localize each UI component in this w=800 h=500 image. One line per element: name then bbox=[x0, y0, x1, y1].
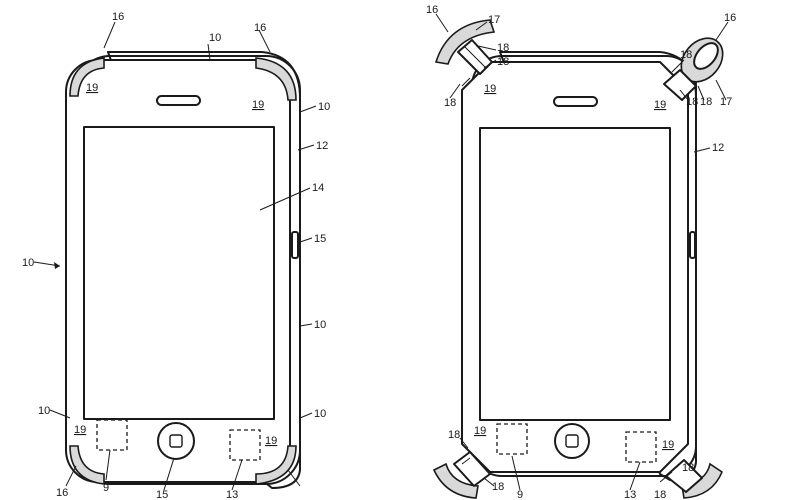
right-label-13: 13 bbox=[624, 489, 636, 500]
left-label-15-side: 15 bbox=[314, 233, 326, 245]
right-label-18-top-a: 18 bbox=[497, 42, 509, 54]
right-device-front-face bbox=[461, 61, 689, 473]
left-device-speaker-slot bbox=[156, 95, 201, 106]
left-label-16-top-right: 16 bbox=[254, 22, 266, 34]
left-label-10-right-top: 10 bbox=[318, 101, 330, 113]
left-label-16-top-left: 16 bbox=[112, 11, 124, 23]
right-device-dashed-box-9 bbox=[496, 423, 528, 455]
left-label-14: 14 bbox=[312, 182, 324, 194]
right-bumper-bottom-right bbox=[665, 459, 723, 499]
right-device: 16 17 18 18 18 19 16 18 18 18 17 19 12 1… bbox=[426, 4, 736, 500]
right-label-16-top-right: 16 bbox=[724, 12, 736, 24]
right-bumper-top-right bbox=[663, 37, 724, 101]
right-label-19-bottom-left: 19 bbox=[474, 425, 486, 437]
right-device-screen bbox=[479, 127, 671, 421]
right-label-17-top-right: 17 bbox=[720, 96, 732, 108]
right-label-16-top-left: 16 bbox=[426, 4, 438, 16]
left-device-leader-lines bbox=[33, 21, 317, 491]
right-label-18-bottom-right-a: 18 bbox=[654, 489, 666, 500]
right-device-side-button bbox=[689, 231, 696, 259]
right-label-18-top-right-c: 18 bbox=[700, 96, 712, 108]
left-device-front-face bbox=[65, 59, 291, 483]
right-device-dashed-box-13 bbox=[625, 431, 657, 463]
left-label-19-bottom-right: 19 bbox=[265, 435, 277, 447]
left-device-home-button bbox=[157, 422, 195, 460]
right-label-18-top-right-a: 18 bbox=[680, 49, 692, 61]
right-label-17-top-left: 17 bbox=[488, 14, 500, 26]
left-device-side-button bbox=[291, 231, 299, 259]
left-device-home-button-square bbox=[169, 434, 183, 448]
right-device-home-button bbox=[554, 423, 590, 459]
right-label-18-bottom-left-b: 18 bbox=[492, 481, 504, 493]
left-label-10-top: 10 bbox=[209, 32, 221, 44]
right-label-18-top-right-b: 18 bbox=[686, 96, 698, 108]
left-label-9: 9 bbox=[103, 482, 109, 494]
right-label-18-top-b: 18 bbox=[497, 56, 509, 68]
left-device-corner-bumper-bottom-left bbox=[69, 445, 105, 485]
right-bumper-bottom-left bbox=[432, 451, 491, 499]
right-label-19-bottom-right: 19 bbox=[662, 439, 674, 451]
right-label-18-bottom-right-b: 18 bbox=[682, 462, 694, 474]
left-label-13: 13 bbox=[226, 489, 238, 500]
left-label-19-top-right: 19 bbox=[252, 99, 264, 111]
right-device-speaker-slot bbox=[553, 96, 598, 107]
left-label-16-bottom-left: 16 bbox=[56, 487, 68, 499]
left-label-10-right-bottom: 10 bbox=[314, 408, 326, 420]
right-device-home-button-square bbox=[565, 434, 579, 448]
right-label-19-top-right: 19 bbox=[654, 99, 666, 111]
right-bumper-top-left bbox=[434, 19, 496, 75]
left-device-corner-bumper-top-right bbox=[255, 57, 297, 101]
left-label-10-left-arrow: 10 bbox=[22, 257, 34, 269]
right-label-18-top-left: 18 bbox=[444, 97, 456, 109]
left-device: 10 16 16 19 19 10 12 14 15 10 10 10 10 1… bbox=[22, 11, 330, 500]
left-label-10-right-mid: 10 bbox=[314, 319, 326, 331]
right-label-9: 9 bbox=[517, 489, 523, 500]
left-label-15-bottom: 15 bbox=[156, 489, 168, 500]
left-device-corner-bumper-top-left bbox=[69, 57, 105, 97]
left-device-corner-bumper-bottom-right bbox=[255, 445, 297, 485]
right-label-19-top-left: 19 bbox=[484, 83, 496, 95]
right-label-12: 12 bbox=[712, 142, 724, 154]
left-label-10-left-bottom: 10 bbox=[38, 405, 50, 417]
right-device-leader-lines bbox=[435, 13, 729, 491]
left-device-dashed-box-9 bbox=[96, 419, 128, 451]
left-label-19-bottom-left: 19 bbox=[74, 424, 86, 436]
left-label-19-top-left: 19 bbox=[86, 82, 98, 94]
left-device-screen bbox=[83, 126, 275, 420]
left-device-dashed-box-13 bbox=[229, 429, 261, 461]
right-label-18-bottom-left-a: 18 bbox=[448, 429, 460, 441]
left-label-12: 12 bbox=[316, 140, 328, 152]
